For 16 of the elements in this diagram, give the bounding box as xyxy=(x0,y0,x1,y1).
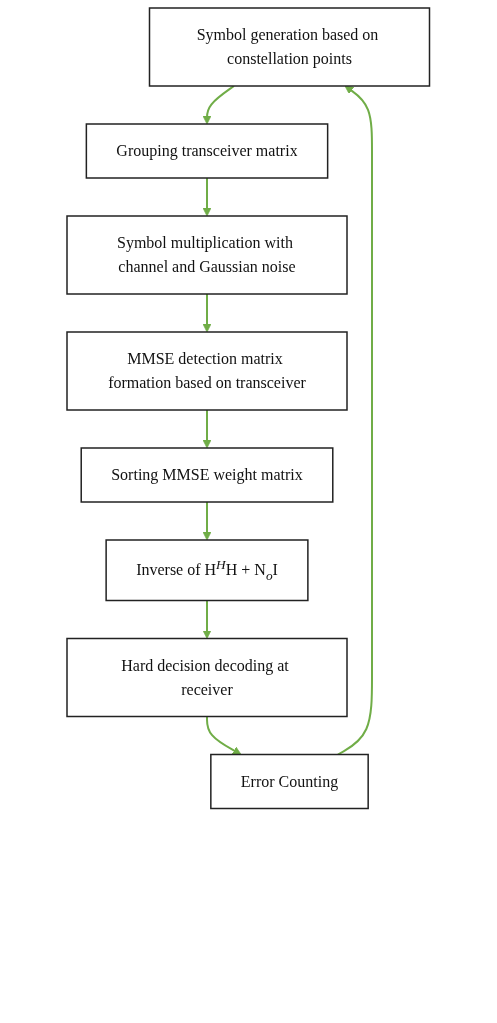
node-box xyxy=(66,331,348,411)
node-box xyxy=(105,539,309,602)
node-box xyxy=(85,123,329,179)
arrow xyxy=(202,501,212,541)
arrow xyxy=(337,85,374,756)
arrow xyxy=(202,293,212,333)
node-box xyxy=(66,215,348,295)
arrow xyxy=(202,409,212,449)
arrow xyxy=(202,177,212,217)
arrow xyxy=(202,85,236,125)
node-box xyxy=(149,7,431,87)
node-box xyxy=(80,447,334,503)
node-box xyxy=(66,637,348,718)
arrow xyxy=(206,715,242,755)
arrow xyxy=(202,599,212,639)
node-box xyxy=(210,753,370,810)
